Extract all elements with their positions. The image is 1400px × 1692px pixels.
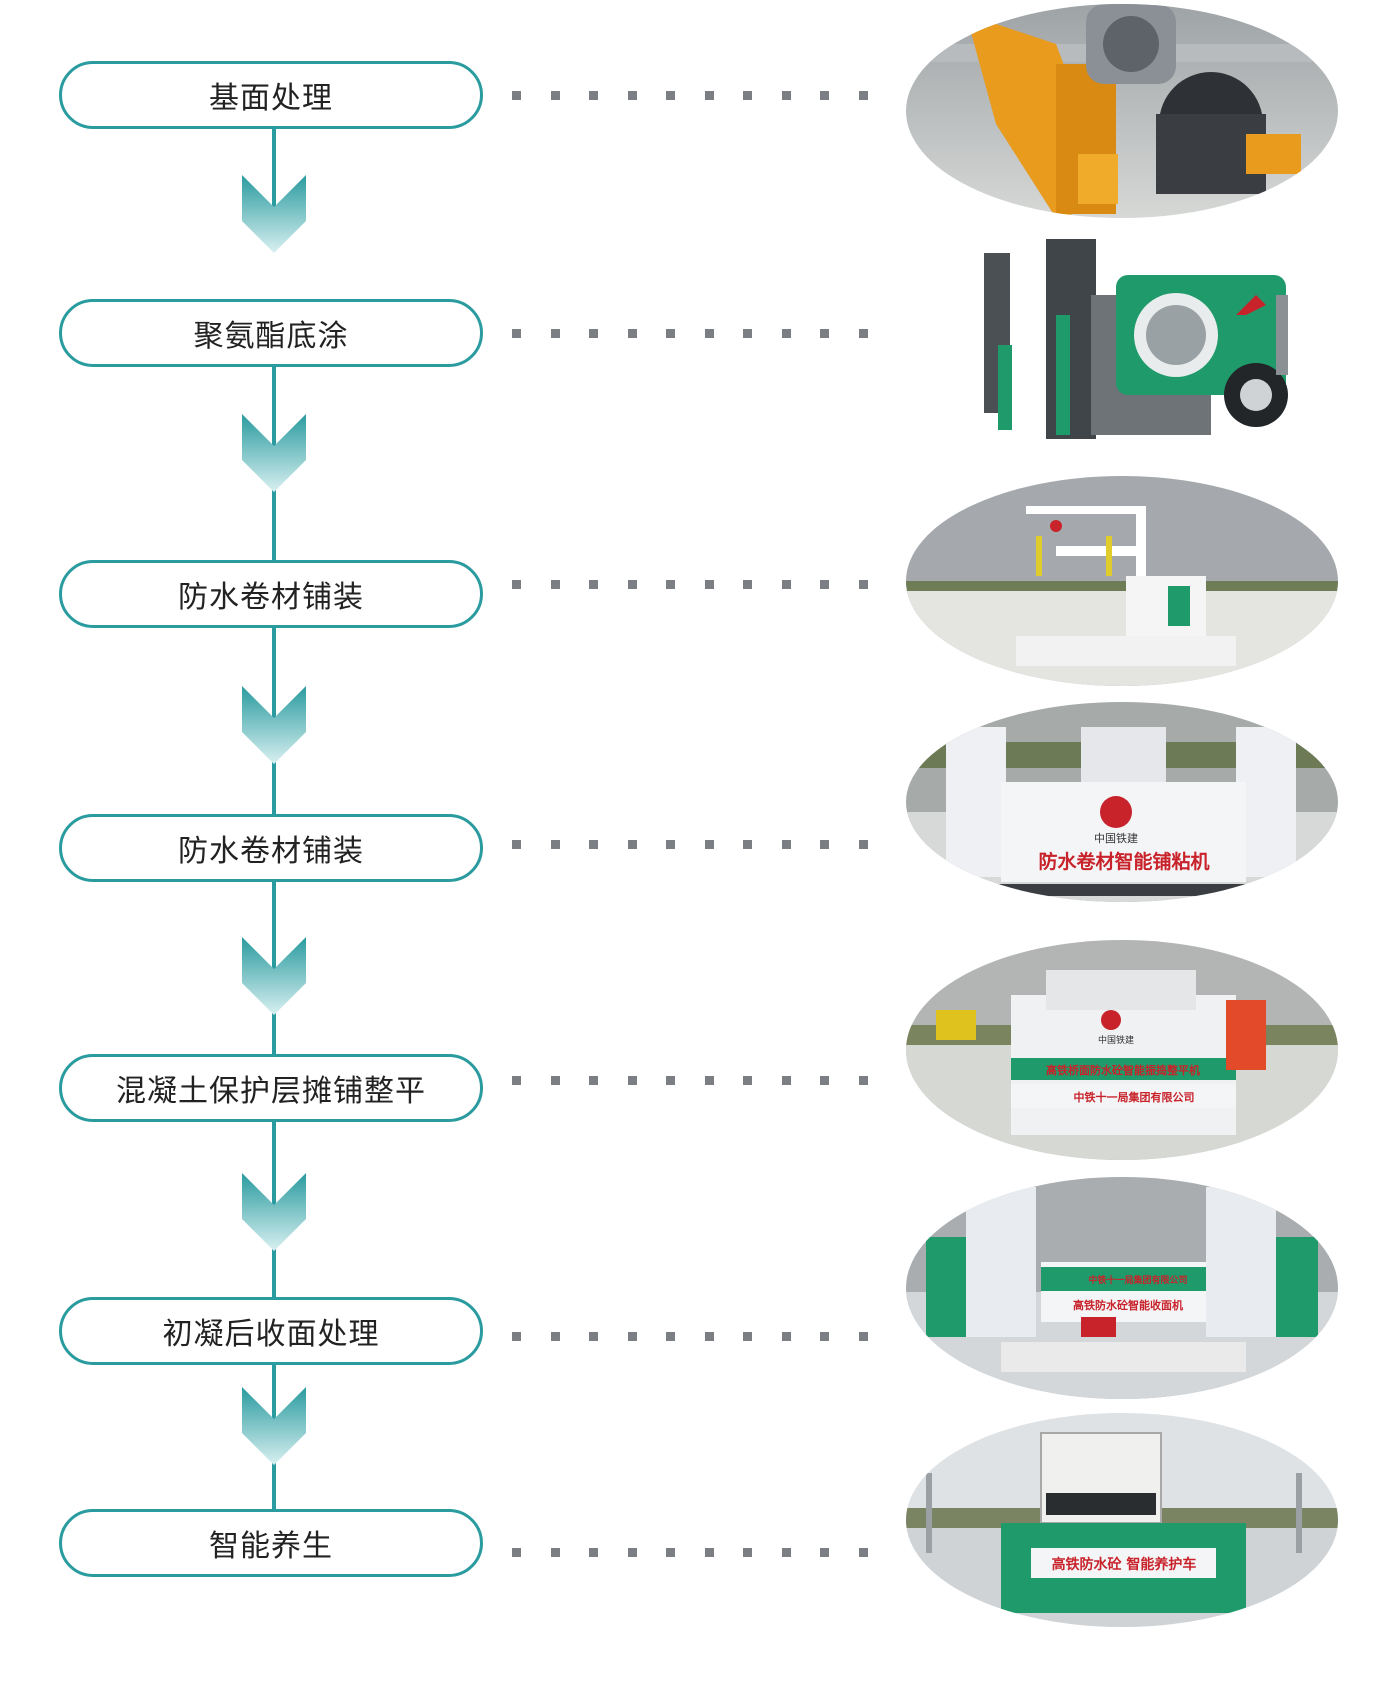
chevron-down-icon — [242, 1173, 306, 1251]
step-label: 混凝土保护层摊铺整平 — [116, 1074, 426, 1109]
finisher-sign-label-1: 中铁十一局集团有限公司 — [1088, 1274, 1187, 1286]
chevron-down-icon — [242, 686, 306, 764]
dotted-leader — [512, 1330, 868, 1342]
dotted-leader — [512, 838, 868, 850]
step-label: 智能养生 — [209, 1529, 333, 1564]
chevron-down-icon — [242, 414, 306, 492]
grinder-machine-photo — [906, 4, 1338, 218]
sprayer-machine-photo — [906, 235, 1338, 450]
finisher-sign-label-2: 高铁防水砼智能收面机 — [1073, 1298, 1183, 1312]
step-surface-finishing: 初凝后收面处理 — [59, 1297, 483, 1365]
screed-sign-label-1: 高铁桥面防水砼智能振捣整平机 — [1046, 1063, 1200, 1077]
dotted-leader — [512, 1074, 868, 1086]
curing-truck-photo: 高铁防水砼 智能养护车 — [906, 1413, 1338, 1627]
screed-company-label: 中国铁建 — [1098, 1034, 1134, 1046]
dotted-leader — [512, 578, 868, 590]
curing-sign-label: 高铁防水砼 智能养护车 — [1052, 1556, 1197, 1573]
chevron-down-icon — [242, 937, 306, 1015]
step-label: 初凝后收面处理 — [162, 1317, 380, 1352]
chevron-down-icon — [242, 1387, 306, 1465]
step-label: 防水卷材铺装 — [178, 834, 364, 869]
step-membrane-laying-1: 防水卷材铺装 — [59, 560, 483, 628]
dotted-leader — [512, 327, 868, 339]
step-polyurethane-primer: 聚氨酯底涂 — [59, 299, 483, 367]
finisher-machine-photo: 中铁十一局集团有限公司 高铁防水砼智能收面机 — [906, 1177, 1338, 1399]
step-smart-curing: 智能养生 — [59, 1509, 483, 1577]
dotted-leader — [512, 1546, 868, 1558]
membrane-paver-photo: 中国铁建 防水卷材智能铺粘机 — [906, 702, 1338, 902]
step-surface-treatment: 基面处理 — [59, 61, 483, 129]
screed-paver-photo: 中国铁建 高铁桥面防水砼智能振捣整平机 中铁十一局集团有限公司 — [906, 940, 1338, 1160]
step-concrete-screeding: 混凝土保护层摊铺整平 — [59, 1054, 483, 1122]
step-membrane-laying-2: 防水卷材铺装 — [59, 814, 483, 882]
step-label: 基面处理 — [209, 81, 333, 116]
flow-connector — [272, 882, 276, 1054]
flow-connector — [272, 129, 276, 249]
crane-cart-photo — [906, 476, 1338, 686]
step-label: 防水卷材铺装 — [178, 580, 364, 615]
step-label: 聚氨酯底涂 — [193, 319, 349, 354]
dotted-leader — [512, 89, 868, 101]
paver-company-label: 中国铁建 — [1094, 831, 1138, 845]
paver-sign-label: 防水卷材智能铺粘机 — [1038, 850, 1209, 873]
screed-sign-label-2: 中铁十一局集团有限公司 — [1074, 1090, 1195, 1104]
chevron-down-icon — [242, 175, 306, 253]
